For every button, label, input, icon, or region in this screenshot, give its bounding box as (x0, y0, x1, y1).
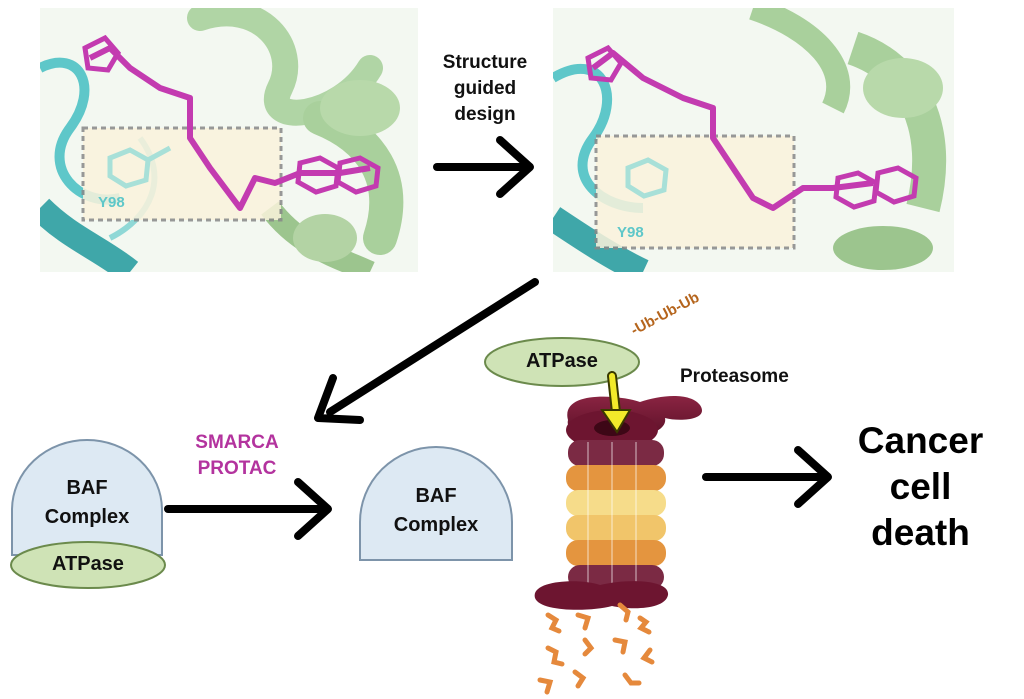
structure-panel-right: Y98 (553, 8, 954, 272)
baf-left-line2: Complex (44, 506, 130, 528)
atpase-tagged-shape (484, 337, 640, 387)
step-label-line3: design (454, 104, 516, 125)
outcome-line2: cell (889, 466, 952, 507)
proteasome-shape (534, 396, 702, 610)
step-label-line1: Structure (442, 52, 528, 73)
arrow-outcome (702, 446, 832, 508)
baf-right-line1: BAF (415, 485, 457, 507)
baf-complex-left-shape (11, 439, 163, 556)
structure-panel-left: Y98 (40, 8, 418, 272)
step-label-design: Structure guided design (420, 50, 550, 128)
arrow-protac (164, 478, 332, 540)
arrow-diagonal (314, 278, 539, 424)
atpase-left-shape (10, 541, 166, 589)
step-label-line2: guided (453, 78, 517, 99)
residue-label-left: Y98 (98, 194, 125, 211)
structure-render-left (40, 8, 404, 272)
arrow-design (433, 136, 534, 198)
baf-complex-right-shape (359, 446, 513, 561)
baf-left-line1: BAF (66, 477, 108, 499)
atpase-tagged-label: ATPase (526, 350, 598, 372)
protac-line2: PROTAC (197, 458, 277, 479)
structure-render-right (553, 8, 947, 272)
proteasome-label: Proteasome (680, 366, 789, 387)
peptide-fragments (537, 602, 655, 695)
outcome-label: Cancer cell death (838, 418, 1003, 556)
arrow-degradation (600, 371, 632, 434)
baf-complex-left-label: BAF Complex (12, 474, 162, 532)
residue-label-right: Y98 (617, 224, 644, 241)
atpase-left-label: ATPase (52, 553, 124, 575)
baf-right-line2: Complex (393, 514, 479, 536)
protac-label: SMARCA PROTAC (172, 430, 302, 482)
outcome-line3: death (871, 512, 970, 553)
outcome-line1: Cancer (857, 420, 984, 461)
protac-line1: SMARCA (195, 432, 279, 453)
baf-complex-right-label: BAF Complex (360, 482, 512, 540)
